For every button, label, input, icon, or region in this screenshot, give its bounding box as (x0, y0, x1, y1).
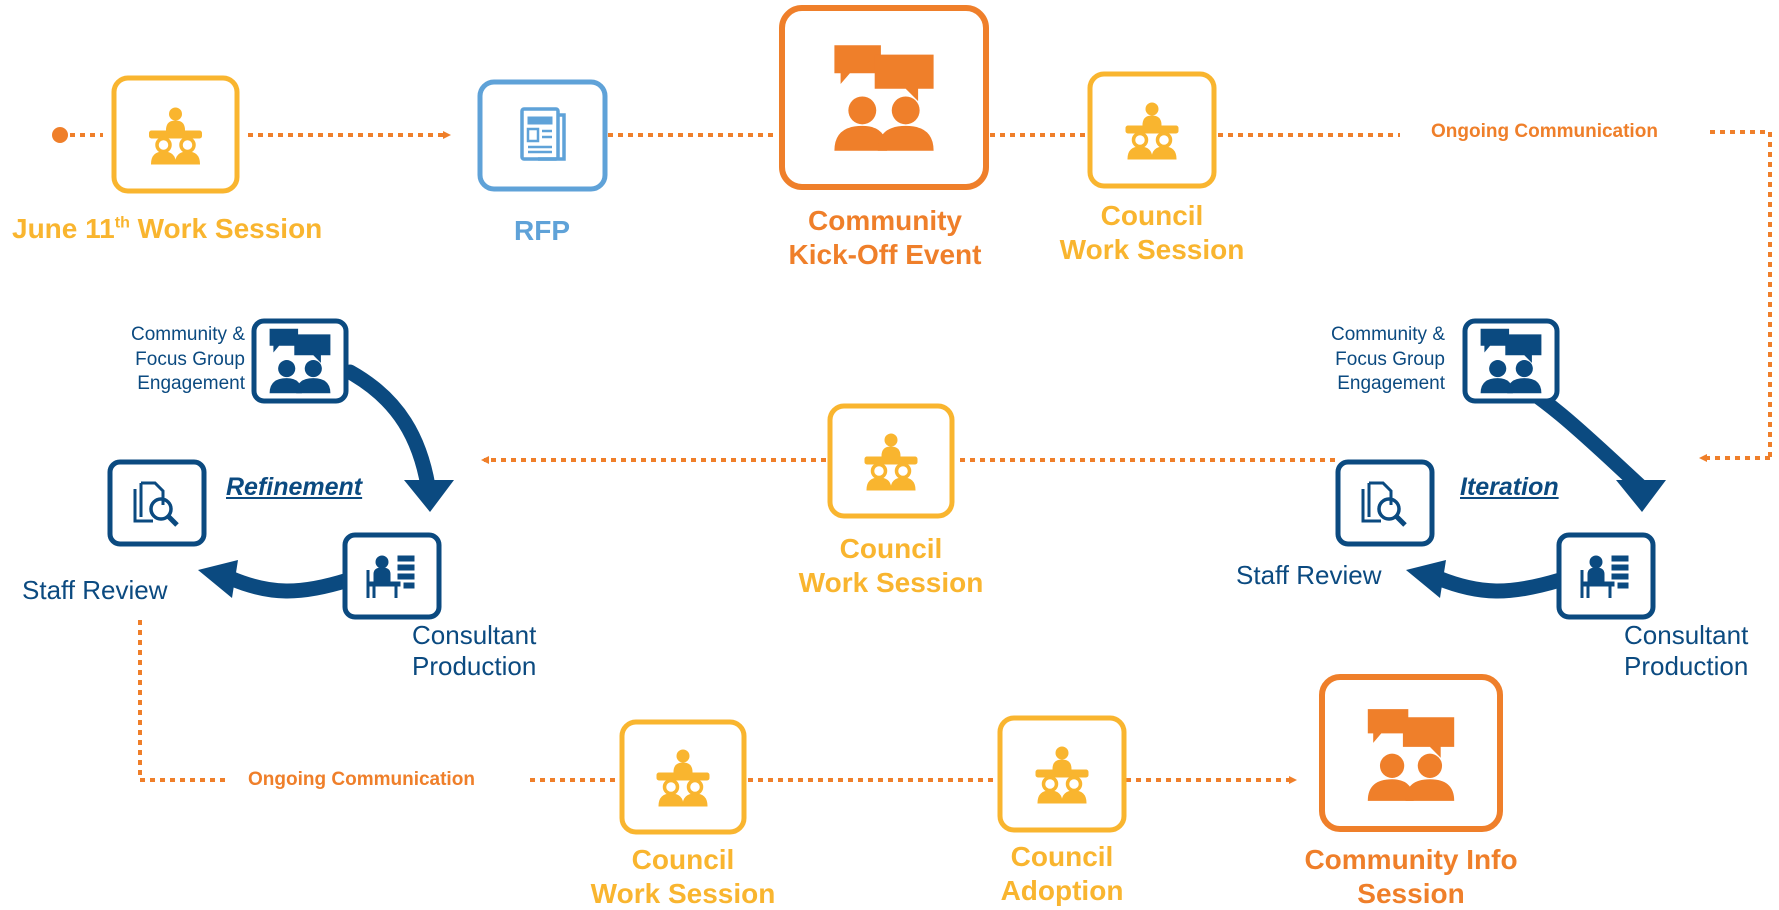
refinement-label: Refinement (226, 473, 363, 501)
kickoff-label: Community Kick-Off Event (788, 205, 982, 270)
info-session-label: Community Info Session (1304, 844, 1518, 909)
consultant-left-label: Consultant Production (412, 620, 537, 682)
consultant-right-label: Consultant Production (1624, 620, 1749, 682)
engagement-left-icon-box (251, 318, 349, 404)
engagement-right-icon-box (1462, 318, 1560, 404)
ongoing-communication-top: Ongoing Communication (1425, 121, 1664, 144)
engagement-right-label: Community & Focus Group Engagement (1330, 324, 1445, 395)
june-session-label: June 11th Work Session (12, 213, 323, 244)
council-session-middle-label: Council Work Session (798, 533, 984, 598)
start-dot (52, 127, 68, 143)
council-adoption-label: Council Adoption (1000, 841, 1124, 906)
council-adoption-icon-box (997, 715, 1127, 833)
refinement-arrowhead-left (198, 560, 238, 598)
council-session-top-label: Council Work Session (1059, 200, 1245, 265)
staff-review-left-icon-box (107, 459, 207, 547)
council-session-bottom-label: Council Work Session (590, 844, 776, 909)
iteration-arrowhead-down (1616, 480, 1666, 512)
iteration-arrowhead-left (1406, 560, 1446, 598)
engagement-left-label: Community & Focus Group Engagement (130, 324, 245, 395)
rfp-icon-box (477, 79, 608, 192)
rfp-label: RFP (514, 215, 570, 246)
kickoff-icon-box (779, 5, 989, 190)
info-session-icon-box (1319, 674, 1503, 832)
flow-connectors (60, 130, 1772, 784)
staff-review-right-icon-box (1335, 459, 1435, 547)
council-session-middle-icon-box (827, 403, 955, 519)
refinement-cycle-arrows (222, 364, 436, 599)
staff-review-right-label: Staff Review (1236, 560, 1382, 590)
refinement-arrowhead-down (404, 480, 454, 512)
iteration-label: Iteration (1460, 473, 1559, 501)
june-session-icon-box (111, 75, 240, 194)
consultant-right-icon-box (1556, 532, 1656, 620)
consultant-left-icon-box (342, 532, 442, 620)
ongoing-communication-bottom: Ongoing Communication (242, 769, 481, 792)
council-session-top-icon-box (1087, 71, 1217, 189)
staff-review-left-label: Staff Review (22, 575, 168, 605)
council-session-bottom-icon-box (619, 719, 747, 835)
